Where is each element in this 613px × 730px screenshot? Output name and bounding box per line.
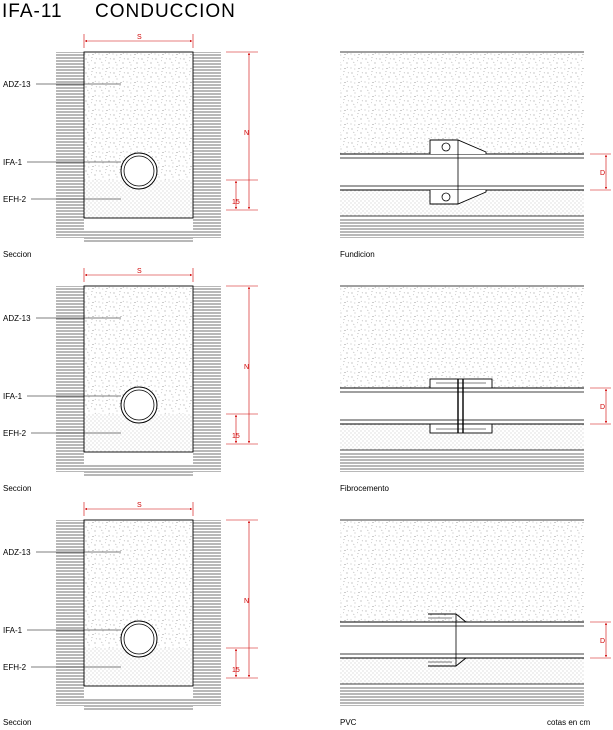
joint-fill-upper [340, 286, 584, 388]
drawing-code: IFA-11 [2, 1, 63, 22]
label-fill: ADZ-13 [3, 548, 31, 557]
section-caption: Seccion [3, 250, 31, 259]
ground-hatch-bottom [84, 230, 193, 242]
label-pipe: IFA-1 [3, 392, 23, 401]
trench-outline [83, 519, 194, 687]
units-note: cotas en cm [547, 718, 590, 727]
dim-bed-label: 15 [232, 433, 240, 440]
ground-hatch-bottom [84, 464, 193, 476]
drawing-title: CONDUCCION [95, 1, 236, 22]
joint-bedding [340, 658, 584, 684]
dim-width-label: S [137, 502, 142, 509]
label-fill: ADZ-13 [3, 314, 31, 323]
trench-outline [83, 51, 194, 219]
dim-height-label: N [244, 598, 249, 605]
joint-fill-upper [340, 52, 584, 154]
sleeve-bottom [429, 423, 493, 434]
ground-hatch-left [56, 52, 84, 238]
pipe-outer [120, 386, 158, 424]
section-caption: Seccion [3, 484, 31, 493]
pipe-outer [120, 620, 158, 658]
pipe-long-body [340, 154, 584, 190]
ground-hatch-bottom [84, 698, 193, 710]
label-pipe: IFA-1 [3, 626, 23, 635]
label-fill: ADZ-13 [3, 80, 31, 89]
gasket-bottom [441, 192, 451, 202]
dim-height-label: N [244, 130, 249, 137]
pipe-inner [123, 389, 155, 421]
gasket-top [441, 142, 451, 152]
dim-diameter-label: D [600, 638, 605, 645]
trench-outline [83, 285, 194, 453]
dim-width-label: S [137, 268, 142, 275]
dim-bed-label: 15 [232, 667, 240, 674]
joint-ground-hatch [340, 452, 584, 472]
pipe-outer [120, 152, 158, 190]
ground-hatch-right [193, 286, 221, 472]
dim-diameter-label: D [600, 170, 605, 177]
section-caption: Seccion [3, 718, 31, 727]
pipe-inner [123, 623, 155, 655]
pipe-long-body [340, 388, 584, 424]
label-bedding: EFH-2 [3, 663, 27, 672]
ground-hatch-right [193, 520, 221, 706]
dim-diameter-label: D [600, 404, 605, 411]
pipe-long-body [340, 622, 584, 658]
joint-caption: Fibrocemento [340, 484, 389, 493]
ground-hatch-left [56, 286, 84, 472]
joint-ground-hatch [340, 218, 584, 238]
dim-width-label: S [137, 34, 142, 41]
joint-fill-upper [340, 520, 584, 622]
ground-hatch-right [193, 52, 221, 238]
joint-caption: PVC [340, 718, 357, 727]
label-pipe: IFA-1 [3, 158, 23, 167]
joint-ground-hatch [340, 686, 584, 706]
pipe-inner [123, 155, 155, 187]
dim-bed-label: 15 [232, 199, 240, 206]
ground-hatch-left [56, 520, 84, 706]
label-bedding: EFH-2 [3, 429, 27, 438]
label-bedding: EFH-2 [3, 195, 27, 204]
dim-height-label: N [244, 364, 249, 371]
sleeve-top [429, 378, 493, 389]
joint-caption: Fundicion [340, 250, 375, 259]
